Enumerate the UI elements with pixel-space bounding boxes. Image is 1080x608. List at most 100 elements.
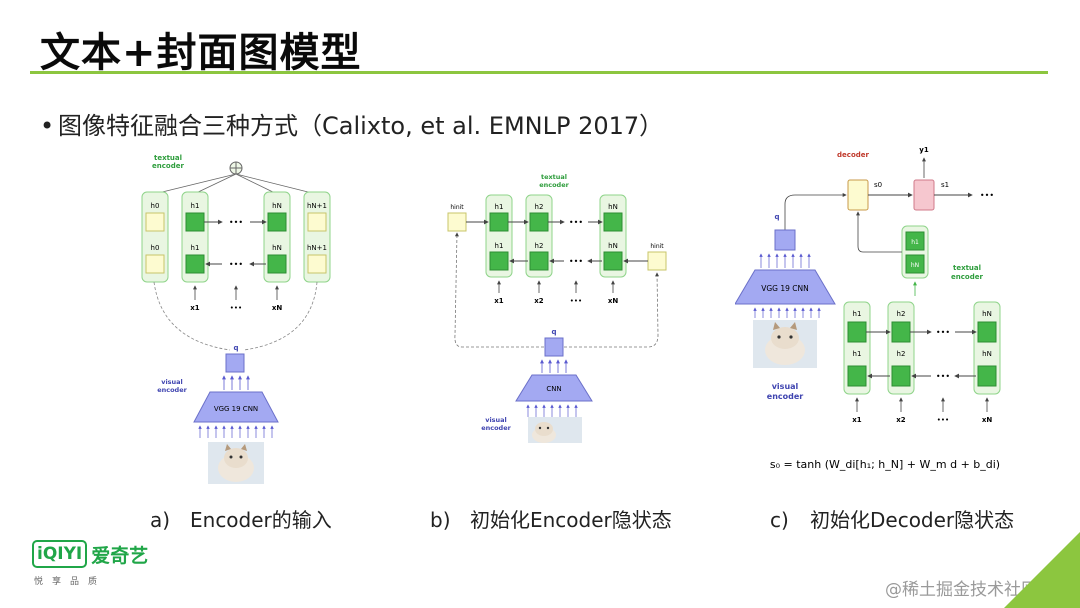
- dashed-link: [153, 281, 231, 351]
- hN-node: [977, 321, 997, 343]
- diagram-panel-c: decoder y1 s0 s1 ••• q h1 hN textual enc…: [735, 146, 1001, 471]
- h1-back-node: [847, 365, 867, 387]
- bullet-text: 图像特征融合三种方式（Calixto, et al. EMNLP 2017）: [58, 112, 664, 140]
- caption-b-text: 初始化Encoder隐状态: [470, 508, 672, 532]
- x-label: •••: [230, 304, 242, 312]
- caption-a-tag: a): [150, 508, 171, 532]
- hN-node: [603, 212, 623, 232]
- h-label: h1: [191, 244, 200, 252]
- x-label: •••: [937, 416, 949, 424]
- h-label: h1: [853, 310, 862, 318]
- logo-slogan: 悦享品质: [34, 577, 107, 587]
- visual-encoder-label: visual: [485, 416, 507, 424]
- x-label: x1: [852, 416, 862, 424]
- hN1-back-node: [307, 254, 327, 274]
- s1-label: s1: [941, 181, 949, 189]
- h2-back-node: [529, 251, 549, 271]
- h-label: h2: [535, 242, 544, 250]
- textual-encoder-label: textual: [541, 173, 567, 181]
- title-divider: [30, 71, 1048, 74]
- caption-b-tag: b): [430, 508, 451, 532]
- cnn-label: CNN: [546, 385, 561, 393]
- hN-fwd-node: [905, 254, 925, 274]
- h-init-node-left: [447, 212, 467, 232]
- hN-back-node: [267, 254, 287, 274]
- h1-node: [185, 212, 205, 232]
- hN-back-node: [977, 365, 997, 387]
- textual-encoder-label: textual: [154, 154, 182, 162]
- cnn-block: [515, 374, 593, 402]
- kitten-image: [753, 320, 817, 368]
- decoder-label: decoder: [837, 151, 869, 159]
- q-label: q: [551, 328, 556, 336]
- visual-encoder-label-2: encoder: [157, 386, 187, 394]
- h1-back-node: [905, 231, 925, 251]
- h1-back-node: [489, 251, 509, 271]
- h1-node: [847, 321, 867, 343]
- q-label: q: [774, 213, 779, 221]
- dashed-link: [454, 232, 544, 348]
- caption-c-text: 初始化Decoder隐状态: [810, 508, 1015, 532]
- bullet-mark: •: [40, 112, 55, 140]
- x-label: xN: [608, 297, 619, 305]
- h-label: hN: [911, 262, 919, 269]
- q-node: [544, 337, 564, 357]
- bullet-point: •图像特征融合三种方式（Calixto, et al. EMNLP 2017）: [40, 106, 663, 141]
- h-label: h2: [897, 310, 906, 318]
- caption-a: a)Encoder的输入: [150, 504, 332, 533]
- slide-title: 文本+封面图模型: [40, 30, 362, 76]
- h0-back-node: [145, 254, 165, 274]
- ellipsis: •••: [229, 260, 243, 269]
- hN-node: [267, 212, 287, 232]
- h-init-node-right: [647, 251, 667, 271]
- h-label: h1: [191, 202, 200, 210]
- cnn-label: VGG 19 CNN: [214, 405, 258, 413]
- caption-b: b) 初始化Encoder隐状态: [430, 504, 672, 533]
- logo-cn: 爱奇艺: [91, 544, 149, 567]
- h-to-s0-link: [856, 211, 902, 253]
- diagram-panel-a: textual encoder h0 h1 hN hN+1 ••• h0 h1 …: [141, 154, 331, 484]
- ellipsis: •••: [569, 218, 583, 227]
- x-label: xN: [982, 416, 993, 424]
- q-label: q: [233, 344, 238, 352]
- h-init-label: hinit: [650, 243, 664, 250]
- h-label: h0: [151, 244, 160, 252]
- kitten-image: [208, 442, 264, 484]
- h-label: h1: [911, 239, 919, 246]
- ellipsis: •••: [229, 218, 243, 227]
- s1-node: [913, 179, 935, 211]
- watermark: @稀土掘金技术社区: [885, 580, 1038, 600]
- h-label: h2: [535, 203, 544, 211]
- ellipsis: •••: [569, 257, 583, 266]
- h2-node: [891, 321, 911, 343]
- vgg-cnn-block: [193, 391, 279, 423]
- s0-node: [847, 179, 869, 211]
- x-label: x1: [494, 297, 504, 305]
- h-label: hN: [982, 310, 992, 318]
- cnn-label: VGG 19 CNN: [761, 284, 809, 293]
- x-label: •••: [570, 297, 582, 305]
- h0-node: [145, 212, 165, 232]
- textual-encoder-label-2: encoder: [951, 273, 983, 281]
- logo-box: iQIYI: [32, 540, 88, 568]
- h-label: h0: [151, 202, 160, 210]
- vgg-cnn-block: [735, 269, 836, 305]
- q-to-s0-link: [784, 193, 847, 230]
- iqiyi-logo: iQIYI 爱奇艺 悦享品质: [32, 540, 152, 596]
- h-init-label: hinit: [450, 204, 464, 211]
- h1-back-node: [185, 254, 205, 274]
- hN-back-node: [603, 251, 623, 271]
- x-label: x2: [534, 297, 544, 305]
- link-line: [153, 173, 237, 195]
- s0-label: s0: [874, 181, 882, 189]
- textual-encoder-label: textual: [953, 264, 981, 272]
- hN1-node: [307, 212, 327, 232]
- h-label: hN: [608, 242, 618, 250]
- kitten-image: [528, 417, 582, 443]
- h-label: hN+1: [307, 244, 327, 252]
- visual-encoder-label-2: encoder: [481, 424, 511, 432]
- h-label: h1: [853, 350, 862, 358]
- link-line: [193, 173, 237, 195]
- q-node: [774, 229, 796, 251]
- corner-accent: [1004, 532, 1080, 608]
